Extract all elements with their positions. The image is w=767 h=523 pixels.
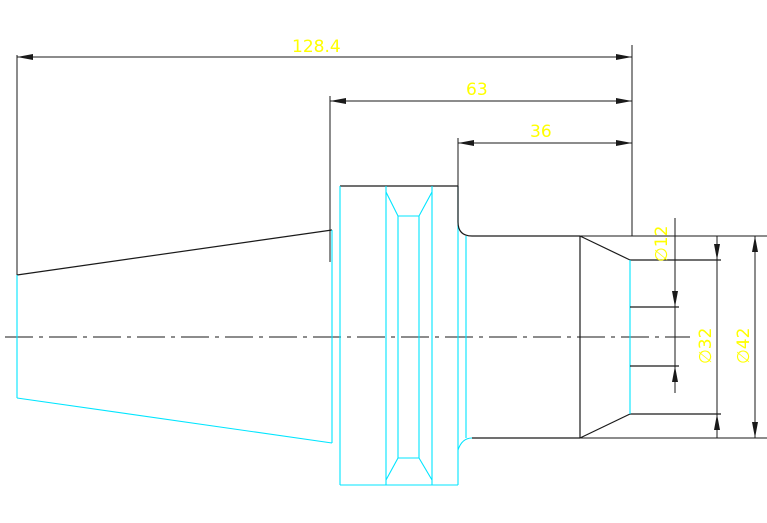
dim-shank-diameter-label: ∅42: [734, 328, 754, 364]
dim-bore-diameter-label: ∅12: [652, 226, 672, 262]
dim-tip-diameter-label: ∅32: [696, 328, 716, 364]
horizontal-dimensions: [16, 45, 633, 275]
shank-section: [457, 186, 581, 451]
dim-flange-to-end-label: 63: [466, 80, 488, 100]
dim-shank-length-label: 36: [530, 122, 552, 142]
flange-section: [339, 185, 459, 486]
vertical-dimensions: [580, 218, 767, 439]
taper-section: [16, 229, 333, 444]
dim-overall-length-label: 128.4: [292, 37, 341, 57]
